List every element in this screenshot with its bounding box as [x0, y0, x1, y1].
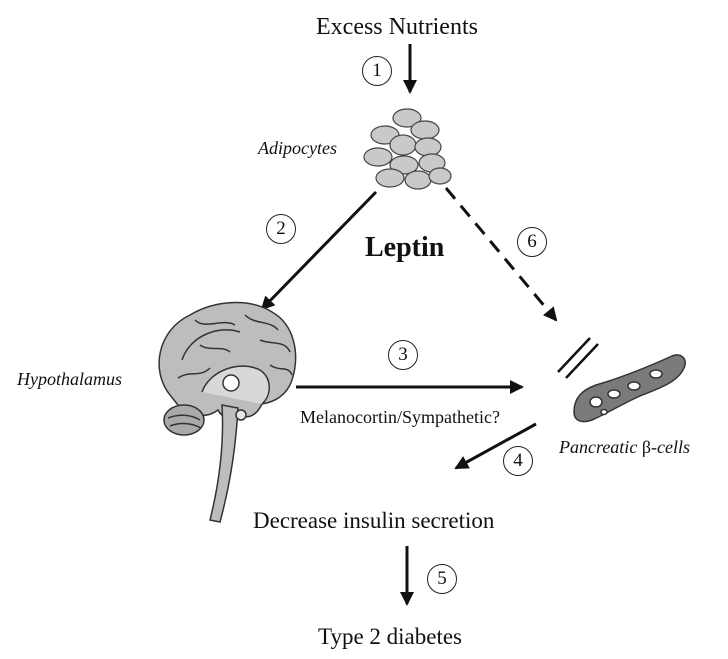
- pancreas-illustration: [574, 355, 685, 422]
- brain-illustration: [159, 303, 295, 522]
- adipocytes-label: Adipocytes: [258, 139, 337, 157]
- step-3-badge: 3: [388, 340, 418, 370]
- beta-symbol: β: [642, 437, 651, 457]
- adipocytes-cluster: [364, 109, 451, 189]
- step-5-badge: 5: [427, 564, 457, 594]
- block-mark: [558, 338, 598, 378]
- step-2-badge: 2: [266, 214, 296, 244]
- step-6-badge: 6: [517, 227, 547, 257]
- excess-nutrients-label: Excess Nutrients: [316, 15, 478, 39]
- pancreatic-beta-cells-label: Pancreatic β-cells: [559, 438, 690, 456]
- arrow-adipocytes-to-hypothalamus: [262, 192, 376, 309]
- pancreatic-prefix: Pancreatic: [559, 437, 642, 457]
- cells-suffix: -cells: [651, 437, 690, 457]
- decrease-insulin-label: Decrease insulin secretion: [253, 509, 494, 532]
- step-1-badge: 1: [362, 56, 392, 86]
- type2-diabetes-label: Type 2 diabetes: [318, 625, 462, 648]
- melanocortin-label: Melanocortin/Sympathetic?: [300, 408, 500, 426]
- hypothalamus-label: Hypothalamus: [17, 370, 122, 388]
- leptin-label: Leptin: [365, 234, 444, 262]
- step-4-badge: 4: [503, 446, 533, 476]
